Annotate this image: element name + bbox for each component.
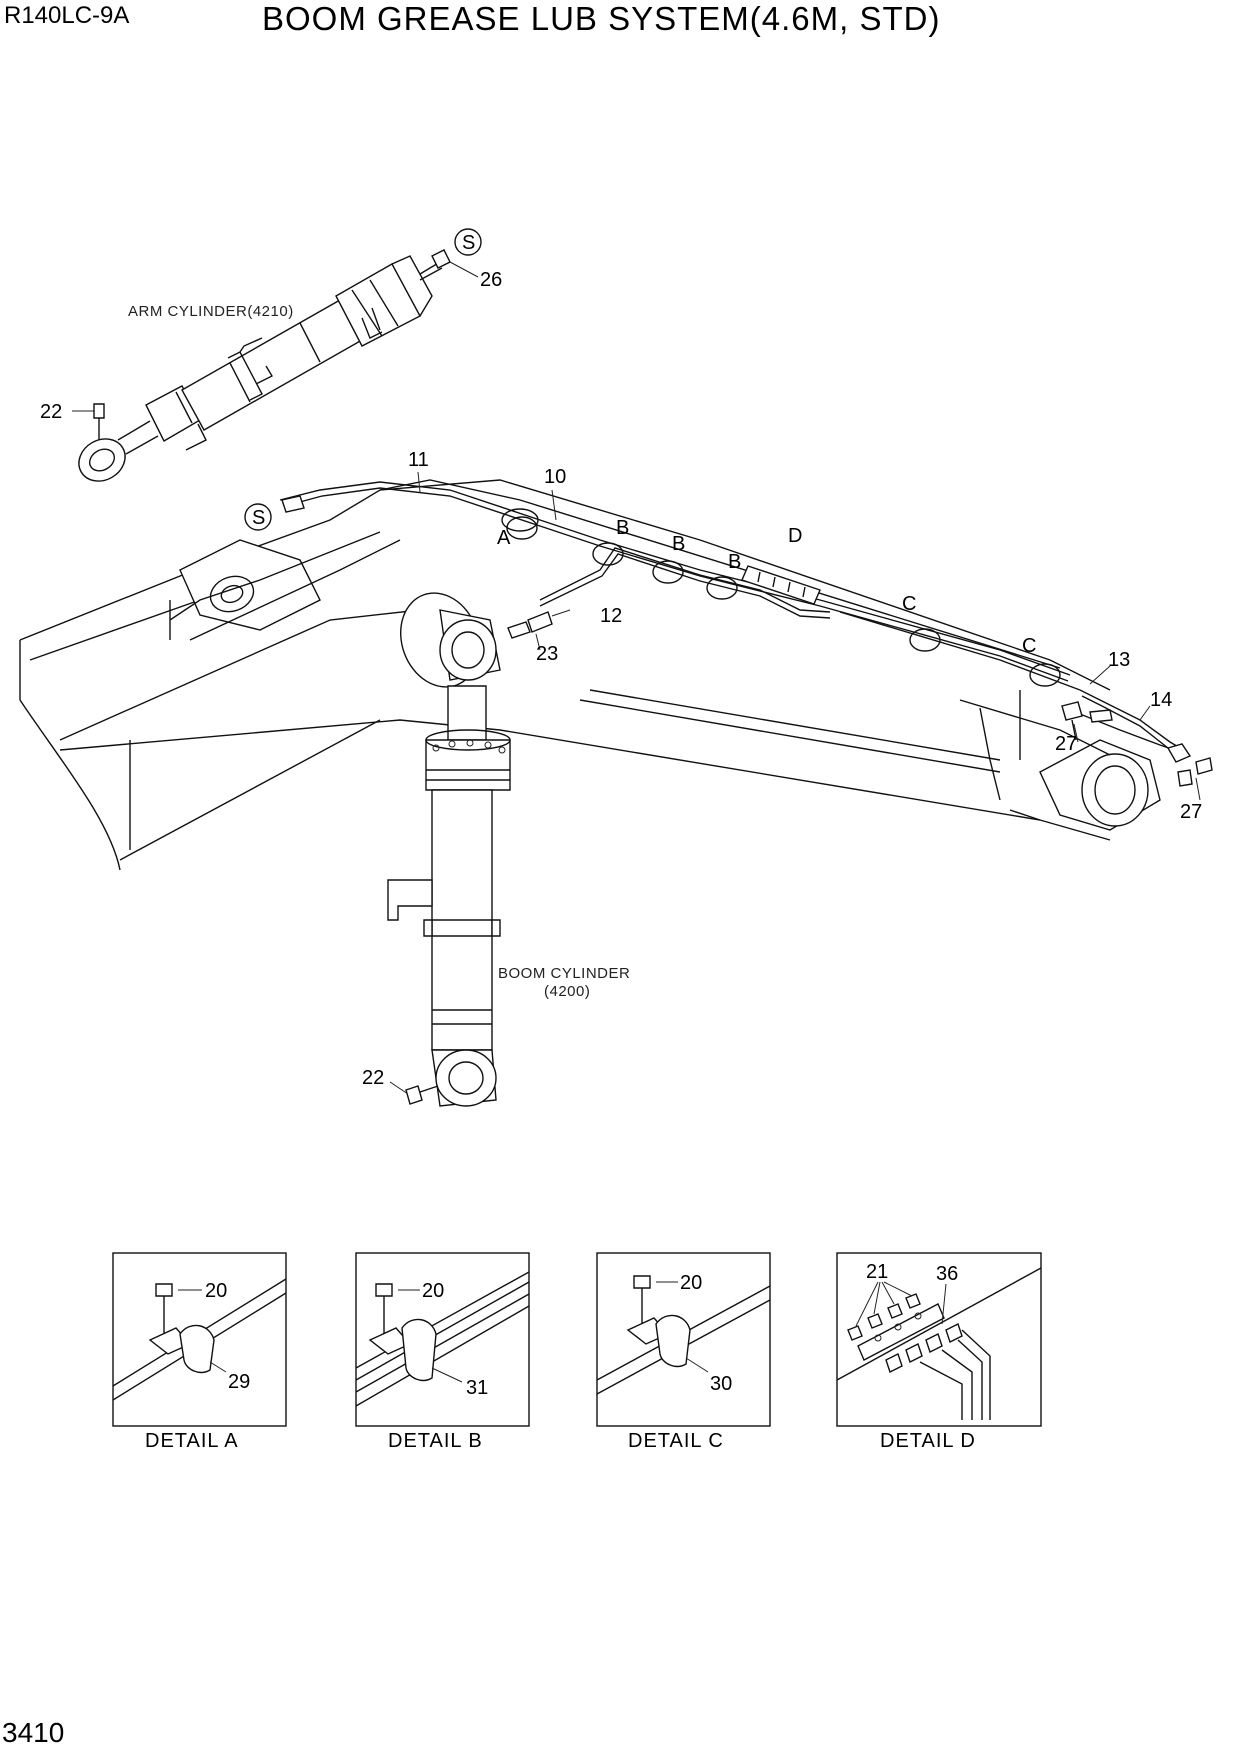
svg-text:30: 30 — [710, 1373, 732, 1395]
callout-27a: 27 — [1055, 733, 1077, 755]
svg-text:20: 20 — [422, 1280, 444, 1302]
callout-c2: C — [1022, 635, 1036, 657]
callout-12: 12 — [600, 605, 622, 627]
callout-11: 11 — [408, 449, 429, 471]
svg-text:21: 21 — [866, 1261, 888, 1283]
callout-27b: 27 — [1180, 801, 1202, 823]
detail-c-caption: DETAIL C — [628, 1430, 724, 1452]
callout-d: D — [788, 525, 802, 547]
detail-d-caption: DETAIL D — [880, 1430, 976, 1452]
svg-text:S: S — [462, 232, 475, 254]
detail-b-caption: DETAIL B — [388, 1430, 483, 1452]
callout-b2: B — [672, 533, 685, 555]
detail-c: 20 30 DETAIL C — [596, 1252, 771, 1452]
callout-b1: B — [616, 517, 629, 539]
model-number: R140LC-9A — [4, 2, 130, 29]
grease-pipes — [279, 481, 1181, 753]
callout-c1: C — [902, 593, 916, 615]
leader-lines — [417, 471, 1201, 801]
svg-text:29: 29 — [228, 1371, 250, 1393]
callout-26: 26 — [480, 269, 502, 291]
callout-22-arm: 22 — [40, 401, 62, 423]
page-number: 3410 — [2, 1717, 65, 1748]
callout-13: 13 — [1108, 649, 1130, 671]
detail-a-caption: DETAIL A — [145, 1430, 239, 1452]
page-title: BOOM GREASE LUB SYSTEM(4.6M, STD) — [262, 0, 941, 37]
svg-text:31: 31 — [466, 1377, 488, 1399]
pipe-clamps — [506, 516, 1061, 687]
boom-cylinder-note-1: BOOM CYLINDER — [498, 965, 630, 982]
callout-10: 10 — [544, 466, 566, 488]
svg-text:S: S — [252, 507, 265, 529]
svg-text:36: 36 — [936, 1263, 958, 1285]
grease-fitting-22-boom — [389, 1081, 439, 1105]
arm-cylinder — [78, 255, 443, 482]
grease-fittings-boom — [281, 495, 1213, 787]
callout-23: 23 — [536, 643, 558, 665]
s-marker-top: S — [454, 228, 482, 256]
svg-text:20: 20 — [205, 1280, 227, 1302]
boom-cylinder-note-2: (4200) — [544, 983, 590, 1000]
detail-a: 20 29 DETAIL A — [112, 1252, 287, 1452]
callout-b3: B — [728, 551, 741, 573]
detail-d: 21 36 DETAIL D — [836, 1252, 1042, 1452]
grease-fitting-22-arm — [72, 403, 105, 440]
svg-text:20: 20 — [680, 1272, 702, 1294]
s-marker-boom: S — [244, 503, 272, 531]
callout-22-boom: 22 — [362, 1067, 384, 1089]
boom-cylinder — [387, 592, 511, 1107]
callout-14: 14 — [1150, 689, 1172, 711]
callout-a: A — [497, 527, 511, 549]
arm-cylinder-note: ARM CYLINDER(4210) — [128, 303, 294, 320]
boom — [19, 479, 1161, 871]
detail-b: 20 31 DETAIL B — [355, 1252, 530, 1452]
grease-fitting-26 — [431, 249, 479, 278]
